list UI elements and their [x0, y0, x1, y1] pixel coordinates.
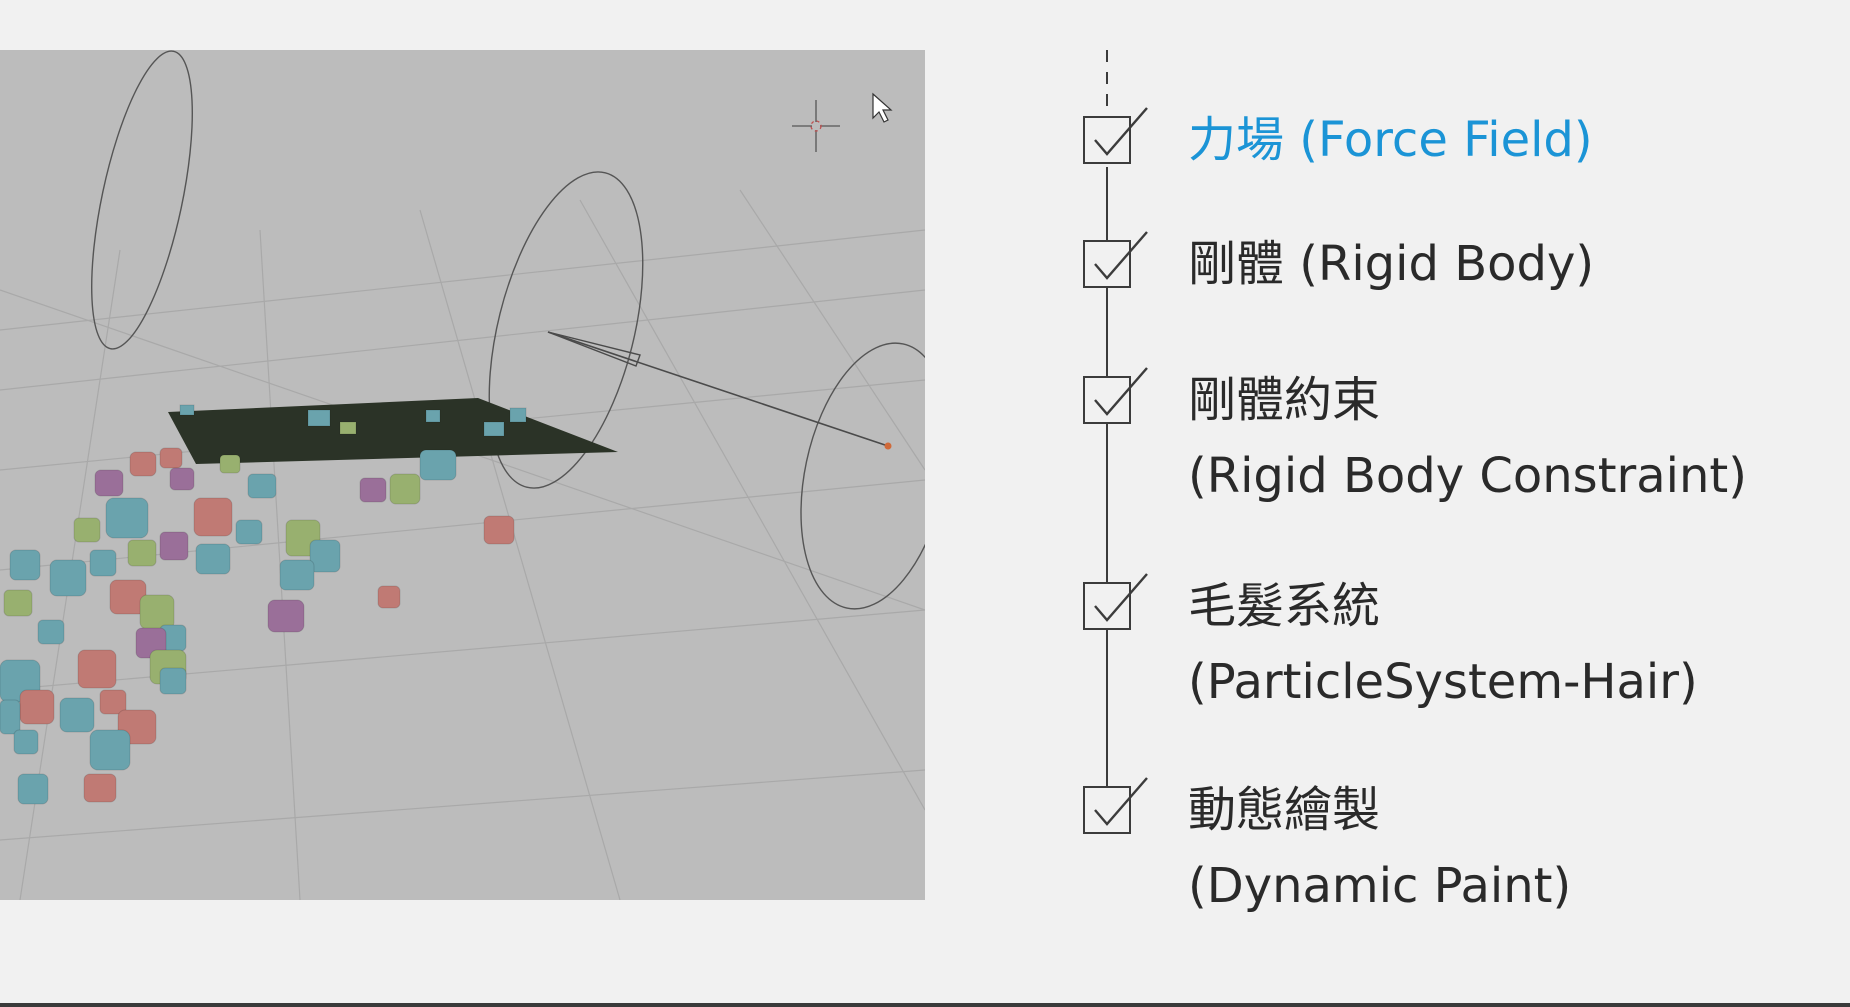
checkbox[interactable]: [1083, 777, 1148, 834]
timeline-line: [1106, 167, 1108, 787]
checkbox[interactable]: [1083, 107, 1148, 164]
mouse-cursor-icon: [872, 92, 893, 123]
force-direction-arrow: [547, 331, 892, 450]
rigid-body-cubes: [0, 404, 527, 805]
force-field-rings: [91, 50, 925, 610]
check-icon: [1094, 573, 1148, 622]
viewport-scene: [0, 50, 925, 900]
bottom-divider: [0, 1003, 1850, 1007]
check-icon: [1094, 231, 1148, 280]
checklist-item-label: 力場 (Force Field): [1188, 112, 1593, 168]
checkbox[interactable]: [1083, 231, 1148, 288]
checklist-item-label: 毛髮系統: [1188, 578, 1381, 634]
checklist-item-label: 剛體約束: [1188, 372, 1381, 428]
rigid-body-plane: [168, 398, 618, 464]
checkbox[interactable]: [1083, 573, 1148, 630]
checklist-item-sublabel: (ParticleSystem-Hair): [1188, 654, 1698, 710]
check-icon: [1094, 367, 1148, 416]
check-icon: [1094, 107, 1148, 156]
checklist-item-label: 動態繪製: [1188, 782, 1381, 838]
check-icon: [1094, 777, 1148, 826]
timeline-dashed-start: [1106, 50, 1108, 120]
checklist-item-sublabel: (Dynamic Paint): [1188, 858, 1572, 914]
checkbox[interactable]: [1083, 367, 1148, 424]
3d-viewport[interactable]: [0, 50, 925, 900]
checklist-item-sublabel: (Rigid Body Constraint): [1188, 448, 1747, 504]
3d-cursor-icon: [792, 100, 840, 152]
checklist-item-label: 剛體 (Rigid Body): [1188, 236, 1595, 292]
